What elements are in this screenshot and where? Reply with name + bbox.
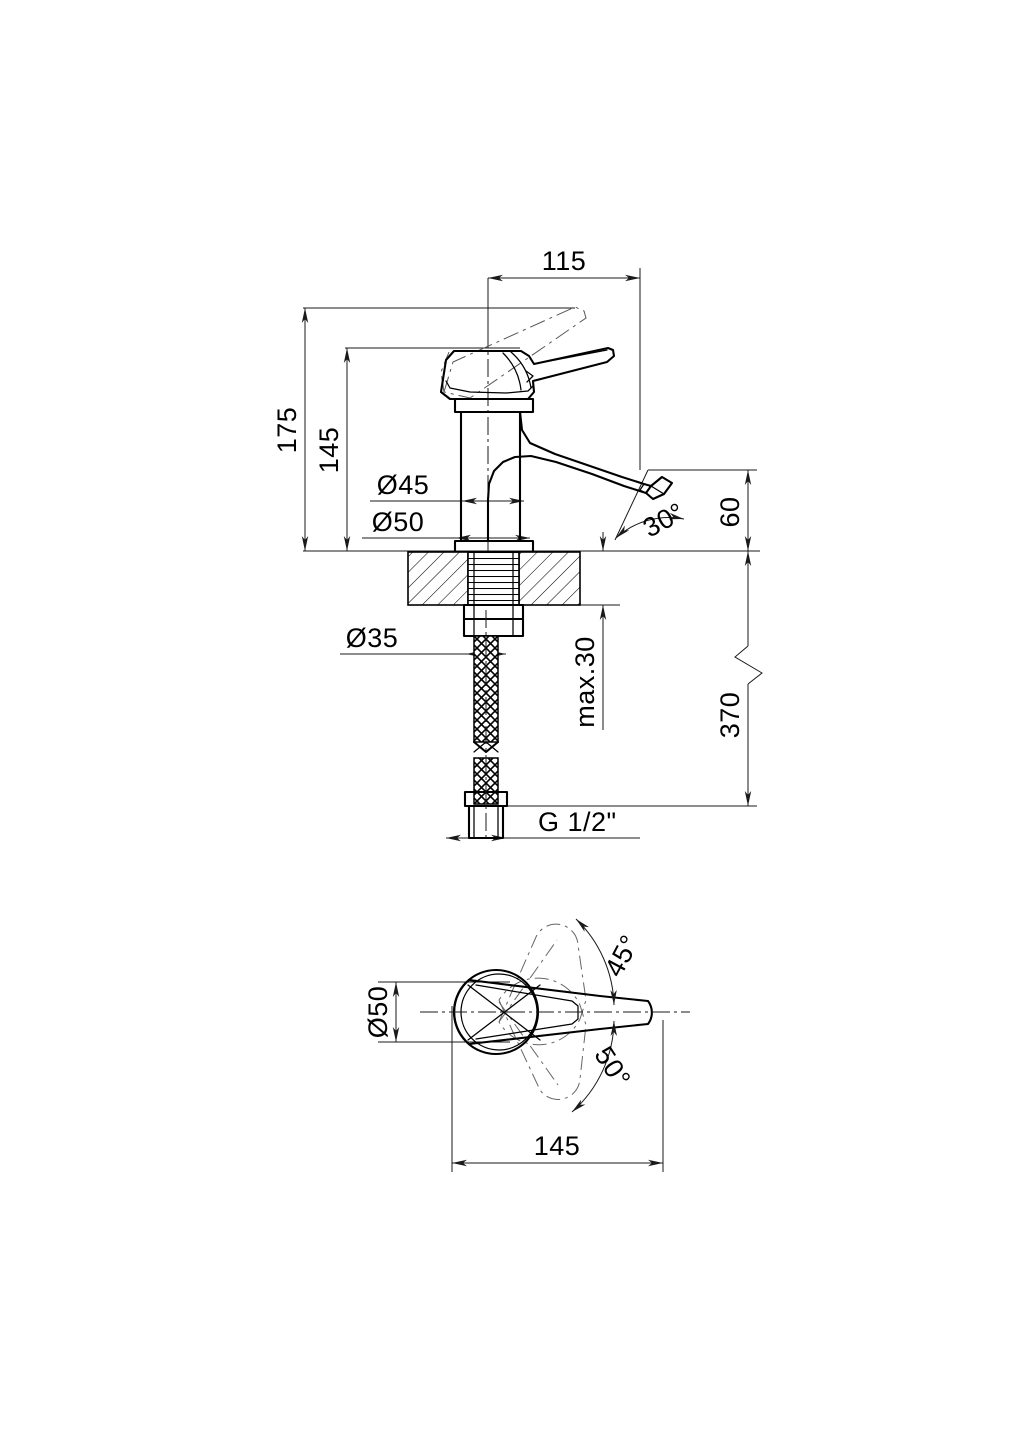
dimension-145: 145 — [314, 348, 351, 551]
top-dimension-45deg: 45° — [575, 918, 645, 1006]
lever-raised-phantom — [440, 306, 587, 399]
callout-g-half-inch: G 1/2" — [446, 807, 617, 842]
dimension-115-label: 115 — [542, 246, 587, 276]
body-collar — [453, 397, 535, 414]
body-column — [459, 410, 522, 543]
top-dimension-145: 145 — [452, 1131, 663, 1167]
dimension-145-label: 145 — [314, 427, 344, 474]
dimension-max30: max.30 — [570, 532, 607, 730]
dimension-370: 370 — [715, 551, 763, 806]
lever-pivot-arcs — [502, 351, 534, 391]
handle-construction-lines — [467, 984, 541, 1041]
dimension-30deg: 30° — [614, 469, 690, 543]
top-dimension-dia50: Ø50 — [363, 982, 400, 1042]
dimension-dia50-label: Ø50 — [372, 507, 425, 537]
top-dimension-50deg-label: 50° — [588, 1041, 636, 1093]
handle-phantom-down — [498, 977, 587, 1100]
top-dimension-45deg-label: 45° — [599, 930, 645, 981]
dimension-dia45: Ø45 — [370, 470, 524, 505]
dimension-115: 115 — [488, 246, 640, 282]
dimension-175-label: 175 — [272, 407, 302, 454]
dimension-max30-label: max.30 — [570, 636, 600, 728]
dimension-60-label: 60 — [715, 496, 745, 527]
lock-nut — [462, 603, 525, 638]
spout — [486, 410, 674, 543]
top-dimension-dia50-label: Ø50 — [363, 986, 393, 1039]
dimension-dia50: Ø50 — [362, 507, 530, 542]
dimension-30deg-label: 30° — [638, 497, 689, 543]
dimension-370-label: 370 — [715, 692, 745, 739]
handle-phantom-up — [498, 923, 587, 1046]
top-plan-view: Ø50 145 — [363, 918, 690, 1172]
dimension-dia35: Ø35 — [340, 623, 506, 658]
dimension-175: 175 — [272, 308, 309, 551]
counter-top-section — [407, 551, 581, 606]
dimension-60: 60 — [715, 470, 752, 551]
base-plate — [453, 539, 535, 554]
front-elevation-view: 115 175 145 Ø45 Ø50 — [272, 246, 763, 842]
callout-g-half-inch-label: G 1/2" — [538, 807, 617, 837]
threaded-shank — [467, 551, 520, 606]
lever-handle — [439, 346, 616, 401]
dimension-dia35-label: Ø35 — [346, 623, 399, 653]
top-dimension-145-label: 145 — [534, 1131, 581, 1161]
dimension-dia45-label: Ø45 — [377, 470, 430, 500]
